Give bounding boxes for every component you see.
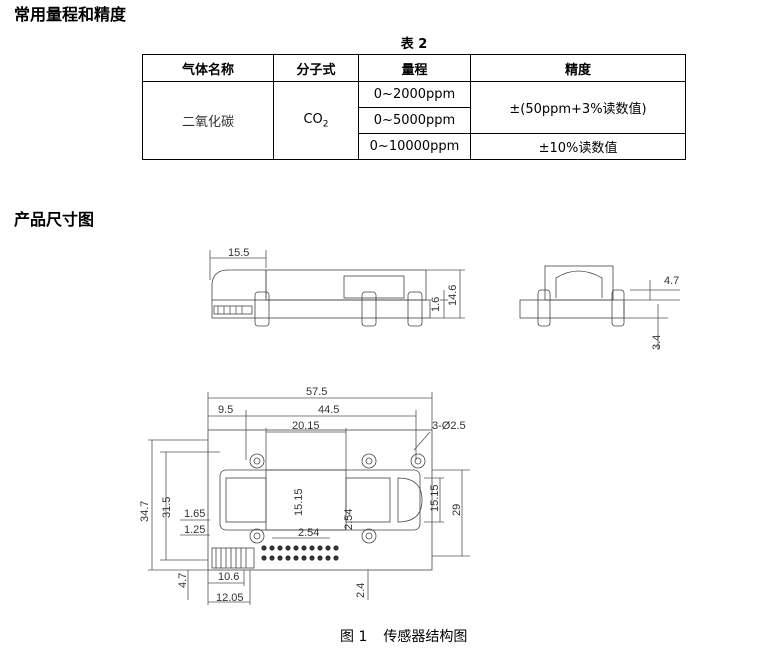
table-row: 0~5000ppm — [143, 107, 686, 134]
dim-3-4: 3.4 — [651, 335, 663, 350]
cell-gas-name: 二氧化碳 — [142, 81, 274, 160]
figure-number: 图 1 — [340, 629, 368, 645]
cell-range-3: 0~10000ppm — [358, 133, 471, 160]
header-accuracy: 精度 — [470, 54, 686, 82]
dim-10-6: 10.6 — [218, 571, 239, 583]
dim-2-54-vertical: 2.54 — [343, 509, 355, 530]
figure-caption: 图 1 传感器结构图 — [340, 626, 467, 646]
dim-4-7-bottom: 4.7 — [177, 573, 189, 588]
dim-20-15: 20.15 — [292, 420, 320, 432]
dim-9-5: 9.5 — [218, 404, 233, 416]
dim-1-25: 1.25 — [184, 524, 205, 536]
dim-1-6: 1.6 — [430, 297, 442, 312]
formula-base: CO — [303, 111, 323, 127]
dim-2-4: 2.4 — [355, 583, 367, 598]
dim-15-5: 15.5 — [228, 247, 249, 259]
table-header-row: 气体名称 分子式 量程 精度 — [142, 54, 686, 82]
dim-14-6: 14.6 — [447, 285, 459, 306]
dim-2-54: 2.54 — [298, 527, 319, 539]
table-row: 二氧化碳 CO2 0~2000ppm ±(50ppm+3%读数值) — [142, 81, 686, 160]
cell-accuracy-1: ±(50ppm+3%读数值) — [470, 81, 686, 134]
section-title-range-accuracy: 常用量程和精度 — [14, 5, 127, 24]
cell-formula: CO2 — [273, 81, 359, 160]
dim-15-15-right: 15.15 — [429, 484, 441, 512]
cell-accuracy-2: ±10%读数值 — [470, 133, 686, 160]
dim-44-5: 44.5 — [318, 404, 339, 416]
dim-1-65: 1.65 — [184, 508, 205, 520]
dim-31-5: 31.5 — [161, 497, 173, 518]
dim-29: 29 — [451, 504, 463, 516]
dim-15-15-left: 15.15 — [293, 488, 305, 516]
section-title-dimensions: 产品尺寸图 — [14, 210, 95, 229]
side-view: 15.5 1.6 14.6 — [209, 247, 465, 327]
table-caption: 表 2 — [400, 37, 428, 52]
cell-range-1: 0~2000ppm — [358, 81, 471, 108]
range-accuracy-table: 气体名称 分子式 量程 精度 二氧化碳 CO2 0~2000ppm ±(50pp… — [142, 54, 686, 160]
header-gas-name: 气体名称 — [142, 54, 274, 82]
formula-subscript: 2 — [322, 119, 329, 130]
dim-4-7-end: 4.7 — [664, 275, 679, 287]
dim-12-05: 12.05 — [216, 592, 244, 604]
figure-title: 传感器结构图 — [383, 629, 468, 645]
dim-57-5: 57.5 — [306, 386, 327, 398]
cell-range-2: 0~5000ppm — [358, 107, 471, 134]
top-view: 57.5 9.5 44.5 20.15 3-Ø2.5 — [139, 386, 470, 605]
dim-34-7: 34.7 — [139, 501, 151, 522]
table-row: 0~10000ppm ±10%读数值 — [143, 133, 686, 160]
dim-hole-spec: 3-Ø2.5 — [432, 420, 466, 432]
end-view: 4.7 3.4 — [519, 265, 680, 350]
